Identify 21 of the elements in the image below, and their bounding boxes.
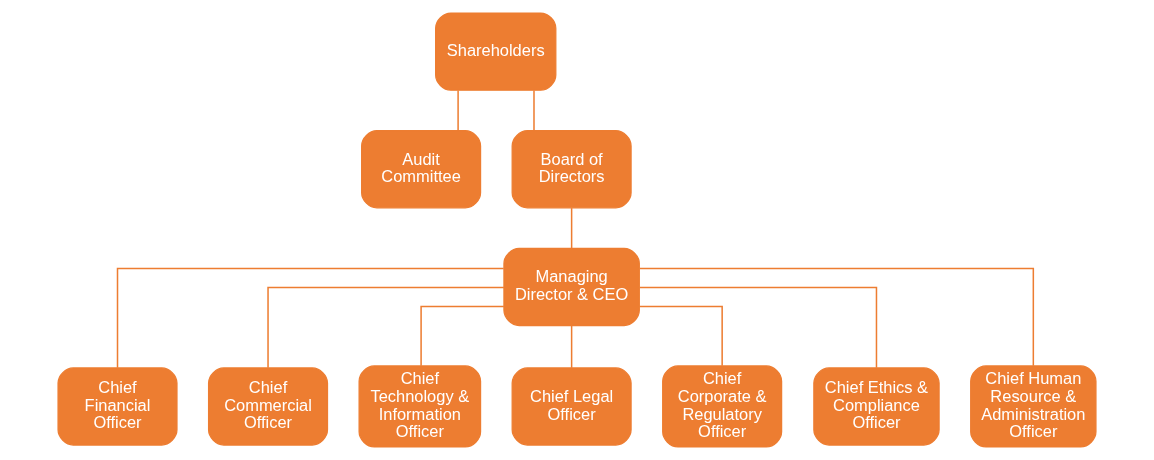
node-box: Audit Committee bbox=[361, 130, 482, 209]
connector bbox=[570, 207, 573, 249]
node-box: Chief Financial Officer bbox=[57, 367, 178, 446]
connector bbox=[533, 89, 535, 132]
node-box: Chief Commercial Officer bbox=[207, 367, 329, 446]
connector bbox=[116, 267, 505, 369]
node-box: Chief Human Resource & Administration Officer bbox=[970, 365, 1097, 448]
connector bbox=[638, 305, 723, 367]
connector bbox=[420, 305, 505, 367]
connector bbox=[639, 267, 1035, 367]
node-box: Shareholders bbox=[435, 12, 557, 91]
node-box: Chief Corporate & Regulatory Officer bbox=[662, 365, 783, 448]
node-box: Chief Ethics & Compliance Officer bbox=[813, 367, 940, 446]
node-box: Chief Legal Officer bbox=[511, 367, 632, 446]
connector bbox=[457, 89, 459, 132]
node-box: Chief Technology & Information Officer bbox=[358, 365, 482, 448]
connector bbox=[570, 324, 573, 369]
node-box: Managing Director & CEO bbox=[503, 247, 640, 327]
connector bbox=[267, 286, 505, 369]
node-box: Board of Directors bbox=[511, 130, 632, 209]
connector bbox=[638, 286, 878, 369]
